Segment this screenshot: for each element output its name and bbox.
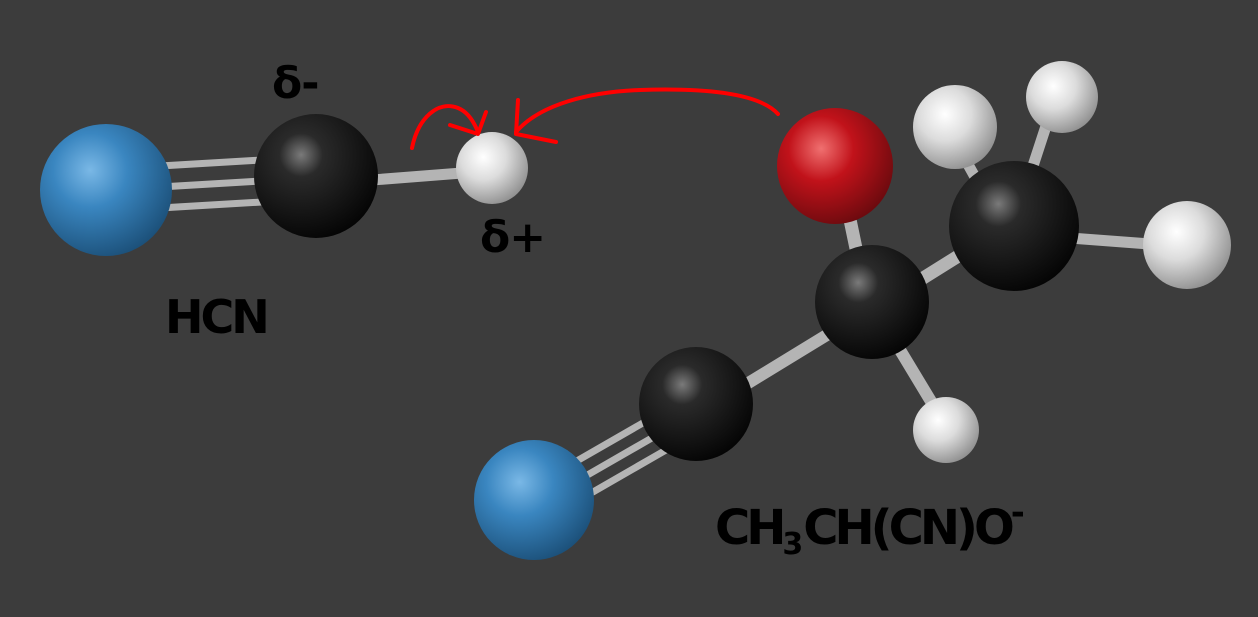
nitrogen-atom (474, 440, 594, 560)
triple-bond (156, 156, 266, 212)
arrowhead-small (448, 110, 488, 136)
carbon-atom (639, 347, 753, 461)
partial-positive-label: δ+ (480, 212, 546, 263)
triple-bond (571, 416, 670, 496)
arrowhead-large (514, 98, 558, 144)
partial-negative-label: δ- (272, 58, 319, 109)
curly-arrow-bond-break (410, 104, 480, 150)
product-molecule (474, 61, 1231, 560)
product-formula-label: CH3CH(CN)O- (715, 493, 1025, 562)
hydrogen-atom (1026, 61, 1098, 133)
hydrogen-atom (1143, 201, 1231, 289)
hcn-formula-label: HCN (165, 290, 270, 344)
curly-arrow-attack (514, 87, 780, 134)
hydrogen-atom (913, 397, 979, 463)
hcn-molecule (40, 114, 528, 256)
carbon-atom (815, 245, 929, 359)
oxygen-atom (777, 108, 893, 224)
carbon-atom (254, 114, 378, 238)
hydrogen-atom (913, 85, 997, 169)
formula-part: CH (715, 500, 786, 556)
formula-part: CH(CN)O (803, 500, 1014, 556)
single-bond (366, 167, 468, 186)
hydrogen-atom (456, 132, 528, 204)
carbon-atom (949, 161, 1079, 291)
formula-subscript: 3 (782, 527, 804, 562)
nitrogen-atom (40, 124, 172, 256)
formula-charge: - (1010, 493, 1025, 533)
mechanism-arrows (410, 87, 780, 150)
